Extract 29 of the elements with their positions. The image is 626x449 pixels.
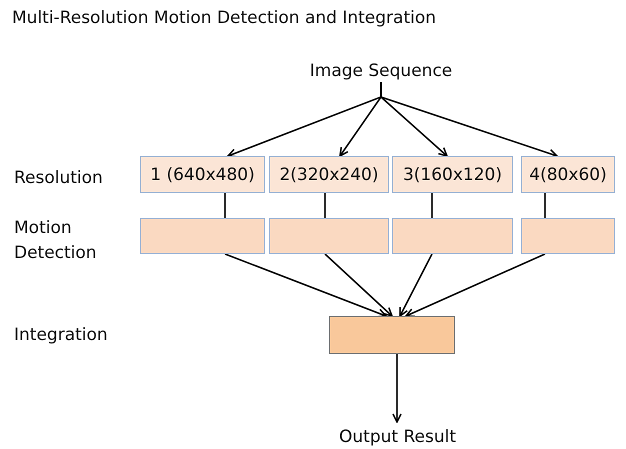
resolution-label: 2(320x240) bbox=[279, 164, 379, 184]
arrow bbox=[399, 254, 433, 317]
node-label: Output Result bbox=[339, 427, 456, 447]
resolution-box bbox=[392, 156, 513, 193]
integration-box bbox=[329, 316, 455, 354]
resolution-box bbox=[269, 156, 389, 193]
arrow bbox=[405, 253, 546, 318]
connector-line bbox=[324, 193, 326, 218]
arrow bbox=[224, 253, 387, 318]
arrow bbox=[392, 354, 402, 423]
motion-detection-box bbox=[269, 218, 389, 254]
resolution-label: 4(80x60) bbox=[529, 164, 607, 184]
node-label: Image Sequence bbox=[310, 61, 452, 81]
resolution-box bbox=[521, 156, 615, 193]
motion-detection-box bbox=[140, 218, 265, 254]
motion-detection-box bbox=[521, 218, 615, 254]
arrow bbox=[380, 81, 558, 158]
row-label: Integration bbox=[14, 324, 109, 347]
arrow bbox=[324, 253, 393, 317]
connector-line bbox=[544, 193, 546, 218]
row-label: Motion Detection bbox=[14, 217, 98, 265]
connector-line bbox=[431, 193, 433, 218]
resolution-label: 3(160x120) bbox=[402, 164, 502, 184]
connector-line bbox=[224, 193, 226, 218]
motion-detection-box bbox=[392, 218, 513, 254]
resolution-box bbox=[140, 156, 265, 193]
diagram-title: Multi-Resolution Motion Detection and Integration bbox=[12, 8, 436, 28]
row-label: Resolution bbox=[14, 167, 104, 190]
resolution-label: 1 (640x480) bbox=[150, 164, 255, 184]
